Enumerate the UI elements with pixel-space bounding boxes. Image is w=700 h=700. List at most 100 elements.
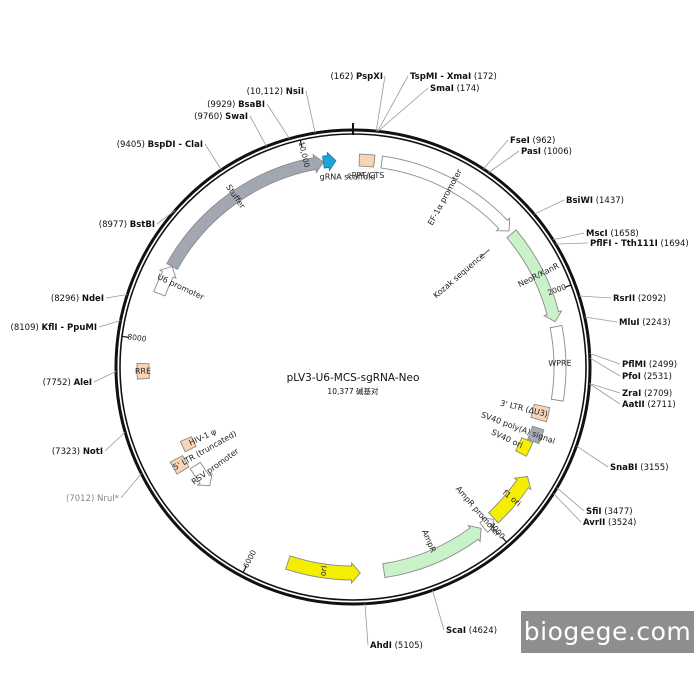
- site-position: (3477): [604, 507, 632, 517]
- feature-ampr-promoter: [479, 516, 494, 533]
- feature-sv40-ori: [515, 437, 534, 457]
- site-position: (1658): [610, 229, 638, 239]
- backbone-inner-strand: [119, 133, 587, 601]
- site-leader-avrii: [553, 493, 582, 523]
- site-leader-aatii: [589, 383, 621, 405]
- site-position: (9760): [194, 112, 222, 122]
- site-bspdi: (9405) BspDI - ClaI: [117, 140, 203, 150]
- site-name: SwaI: [225, 112, 248, 122]
- feature-f1-ori: [487, 476, 532, 524]
- site-noti: (7323) NotI: [52, 447, 103, 457]
- site-name: NdeI: [82, 294, 104, 304]
- feature-neor-kanr: [506, 229, 563, 323]
- site-position: (7323): [52, 447, 80, 457]
- site-position: (7012): [66, 494, 94, 504]
- feature-label-ori: ori: [318, 565, 328, 577]
- site-name: NsiI: [286, 87, 304, 97]
- feature-sv40-polya: [527, 425, 545, 445]
- site-leader-swai: [249, 115, 267, 147]
- site-snabi: SnaBI (3155): [610, 463, 669, 473]
- site-leader-pspxi: [375, 75, 386, 132]
- site-name: MluI: [619, 318, 640, 328]
- site-zrai: ZraI (2709): [622, 389, 672, 399]
- tick-mark: [242, 565, 247, 573]
- tick-mark: [501, 536, 508, 543]
- site-leader-bstbi: [156, 209, 176, 225]
- site-nrui: (7012) NruI*: [66, 494, 119, 504]
- feature-label-ampr: AmpR: [420, 528, 438, 554]
- site-smai: SmaI (174): [430, 84, 479, 94]
- site-position: (3155): [640, 463, 668, 473]
- site-name: TspMI - XmaI: [410, 72, 471, 82]
- site-name: NotI: [83, 447, 103, 457]
- site-name: MscI: [586, 229, 608, 239]
- site-position: (4624): [469, 626, 497, 636]
- feature-ampr: [382, 524, 482, 579]
- tick-label: 8000: [127, 332, 147, 343]
- kozak-marker: [479, 249, 490, 258]
- feature-rre: [136, 362, 150, 380]
- site-name: AatII: [622, 400, 645, 410]
- kozak-label: Kozak sequence: [432, 251, 487, 300]
- site-leader-alei: [93, 371, 117, 383]
- site-leader-sfii: [556, 487, 585, 512]
- site-position: (1006): [544, 147, 572, 157]
- site-position: (5105): [395, 641, 423, 651]
- tick-label: 6000: [241, 548, 258, 569]
- tick-mark: [564, 284, 572, 288]
- site-position: (1694): [660, 239, 688, 249]
- feature-label-3-ltr: 3' LTR (ΔU3): [499, 399, 549, 419]
- site-name: ScaI: [446, 626, 466, 636]
- site-name: FseI: [510, 136, 530, 146]
- feature-ef1a-promoter: [380, 155, 511, 232]
- site-position: (2531): [644, 372, 672, 382]
- site-leader-bspdi: [204, 143, 222, 171]
- site-bsiwi: BsiWI (1437): [566, 196, 624, 206]
- site-leader-scai: [432, 590, 445, 631]
- site-leader-zrai: [589, 383, 621, 394]
- site-name: SnaBI: [610, 463, 638, 473]
- feature-3-ltr: [530, 403, 551, 423]
- site-position: (3524): [608, 518, 636, 528]
- site-name: BspDI - ClaI: [148, 140, 203, 150]
- site-position: (10,112): [247, 87, 283, 97]
- site-leader-kfli: [98, 320, 121, 328]
- site-rsrii: RsrII (2092): [613, 294, 666, 304]
- site-ndei: (8296) NdeI: [51, 294, 104, 304]
- site-ahdi: AhdI (5105): [370, 641, 423, 651]
- site-pspxi: (162) PspXI: [330, 72, 383, 82]
- site-leader-pflfi: [555, 242, 589, 245]
- site-name: PflFI - Tth111I: [590, 239, 658, 249]
- site-leader-bsiwi: [533, 199, 565, 215]
- site-position: (172): [474, 72, 497, 82]
- site-pfoi: PfoI (2531): [622, 372, 672, 382]
- site-position: (2243): [642, 318, 670, 328]
- features-layer: [136, 151, 567, 585]
- feature-5-ltr: [169, 455, 190, 475]
- site-leader-noti: [104, 431, 126, 452]
- feature-label-cppt-cts: cPPT/CTS: [347, 171, 384, 180]
- feature-label-wpre: WPRE: [548, 359, 572, 368]
- site-mlui: MluI (2243): [619, 318, 671, 328]
- site-name: PasI: [521, 147, 541, 157]
- site-position: (962): [533, 136, 556, 146]
- site-name: BstBI: [130, 220, 155, 230]
- site-leader-smai: [377, 87, 429, 132]
- site-name: AvrII: [583, 518, 605, 528]
- site-name: SmaI: [430, 84, 454, 94]
- site-position: (9929): [207, 100, 235, 110]
- site-bstbi: (8977) BstBI: [99, 220, 155, 230]
- site-position: (2711): [647, 400, 675, 410]
- site-name: PfoI: [622, 372, 641, 382]
- site-position: (2709): [644, 389, 672, 399]
- tick-mark: [299, 139, 303, 147]
- site-tspmi: TspMI - XmaI (172): [410, 72, 497, 82]
- site-avrii: AvrII (3524): [583, 518, 636, 528]
- site-position: (2499): [649, 360, 677, 370]
- site-pflfi: PflFI - Tth111I (1694): [590, 239, 689, 249]
- site-name: SfiI: [586, 507, 602, 517]
- site-leader-ndei: [105, 294, 128, 299]
- site-leader-rsrii: [579, 295, 612, 299]
- site-name: AleI: [74, 378, 92, 388]
- site-bsabi: (9929) BsaBI: [207, 100, 265, 110]
